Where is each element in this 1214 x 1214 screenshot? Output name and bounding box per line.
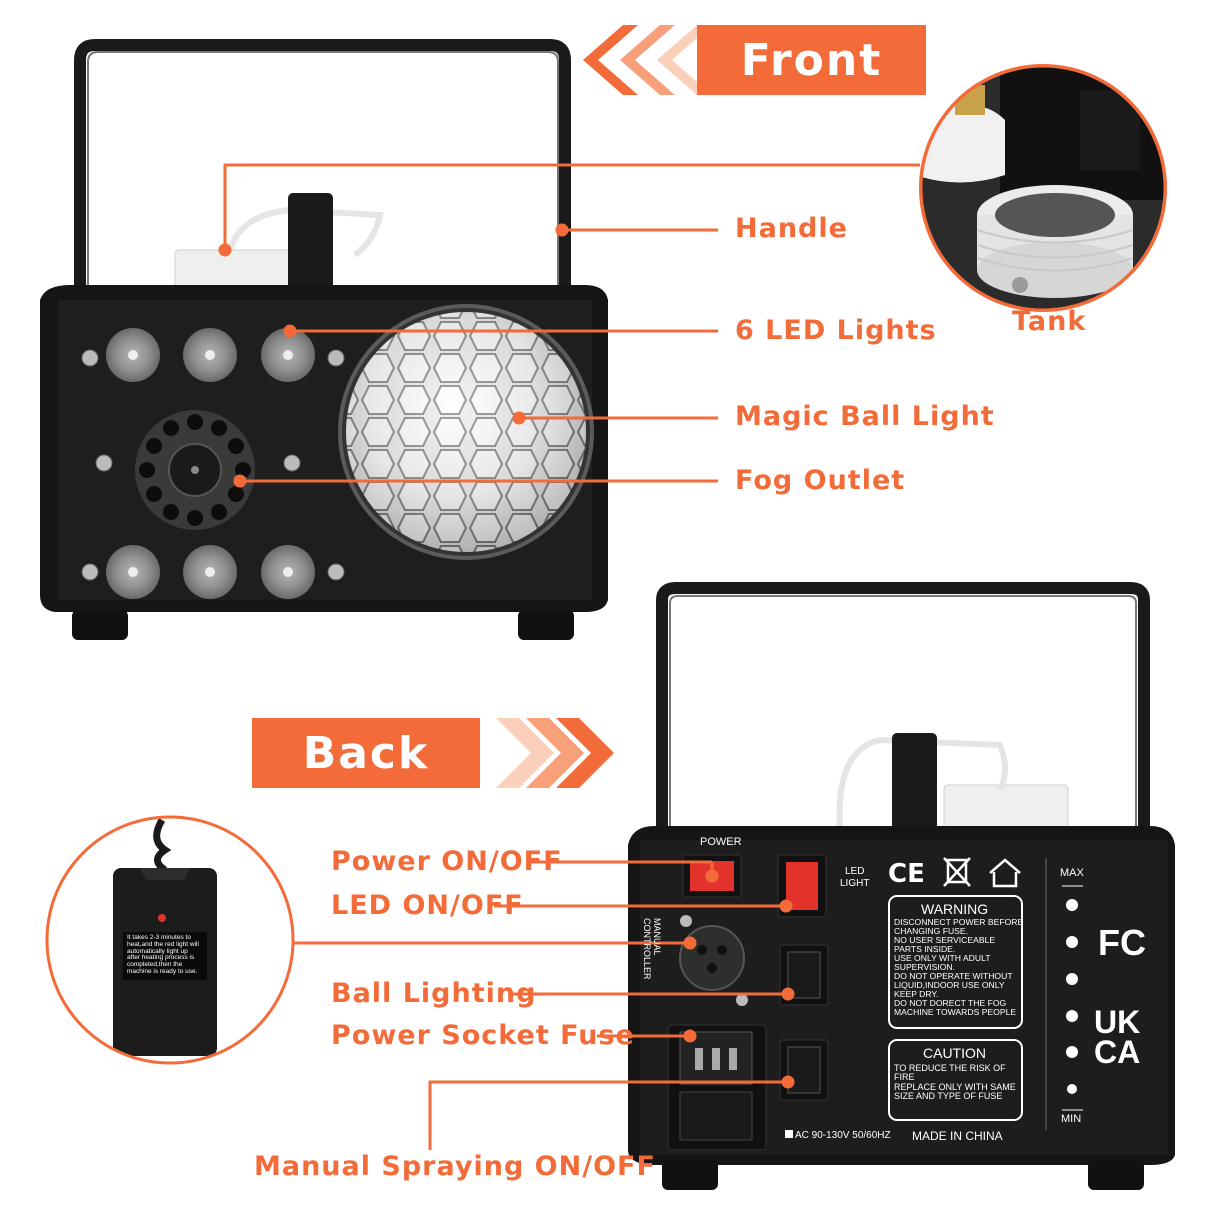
- text-line: machine is ready to use.: [127, 968, 198, 976]
- label-led-lights: 6 LED Lights: [735, 315, 937, 346]
- back-arrows: [496, 718, 614, 788]
- label-manual: Manual Spraying ON/OFF: [254, 1151, 656, 1182]
- label-power: Power ON/OFF: [331, 846, 563, 877]
- back-callouts: [293, 860, 795, 1150]
- warning-title: WARNING: [921, 901, 989, 917]
- back-machine: CE: [628, 582, 1175, 1190]
- text-line: It takes 2-3 minutes to: [127, 934, 191, 941]
- panel-power: POWER: [700, 836, 742, 848]
- panel-led-1: LED: [845, 866, 865, 877]
- label-fuse: Power Socket Fuse: [331, 1020, 635, 1051]
- text-line: SIZE AND TYPE OF FUSE: [894, 1091, 1003, 1102]
- text-line: completed,then the: [127, 961, 183, 969]
- front-arrows: [583, 25, 712, 95]
- text-line: NO USER SERVICEABLE: [894, 935, 996, 946]
- text-line: DISCONNECT POWER BEFORE: [894, 917, 1024, 927]
- front-callouts: [218, 163, 920, 488]
- panel-manual-2: CONTROLLER: [642, 918, 652, 980]
- text-line: FIRE: [894, 1072, 915, 1083]
- label-ball: Ball Lighting: [331, 978, 537, 1009]
- label-led: LED ON/OFF: [331, 890, 524, 921]
- level-min: MIN: [1061, 1113, 1082, 1125]
- caution-title: CAUTION: [923, 1045, 986, 1061]
- text-line: automatically light up: [127, 947, 188, 955]
- text-line: KEEP DRY.: [894, 989, 939, 1000]
- ukca-line-2: CA: [1094, 1034, 1141, 1070]
- label-handle: Handle: [735, 213, 848, 244]
- label-tank: Tank: [1012, 306, 1087, 337]
- text-line: after heating process is: [127, 954, 195, 962]
- text-line: REPLACE ONLY WITH SAME: [894, 1081, 1016, 1092]
- ac-rating: AC 90-130V 50/60HZ: [785, 1130, 891, 1141]
- panel-led-2: LIGHT: [840, 878, 870, 889]
- text-line: DO NOT DORECT THE FOG: [894, 998, 1007, 1009]
- label-magic-ball: Magic Ball Light: [735, 401, 995, 432]
- front-machine: [40, 39, 608, 640]
- svg-text:CE: CE: [888, 859, 925, 889]
- text-line: DO NOT OPERATE WITHOUT: [894, 971, 1013, 982]
- label-fog-outlet: Fog Outlet: [735, 465, 906, 496]
- text-line: PARTS INSIDE.: [894, 944, 956, 955]
- tank-inset: [919, 64, 1167, 312]
- level-max: MAX: [1060, 867, 1084, 879]
- ukca-line-1: UK: [1094, 1004, 1141, 1040]
- text-line: MACHINE TOWARDS PEOPLE: [894, 1007, 1017, 1018]
- text-line: TO REDUCE THE RISK OF: [894, 1063, 1006, 1073]
- text-line: LIQUID,INDOOR USE ONLY: [894, 980, 1005, 991]
- back-heading: Back: [252, 718, 480, 788]
- fc-mark: FC: [1098, 922, 1146, 963]
- text-line: SUPERVISION.: [894, 962, 955, 973]
- front-heading: Front: [697, 25, 926, 95]
- remote-inset: [45, 815, 295, 1065]
- text-line: heat,and the red light will: [127, 940, 199, 948]
- text-line: USE ONLY WITH ADULT: [894, 953, 991, 964]
- text-line: CHANGING FUSE.: [894, 926, 969, 937]
- panel-manual-1: MANUAL: [652, 918, 662, 956]
- made-in: MADE IN CHINA: [912, 1129, 1003, 1143]
